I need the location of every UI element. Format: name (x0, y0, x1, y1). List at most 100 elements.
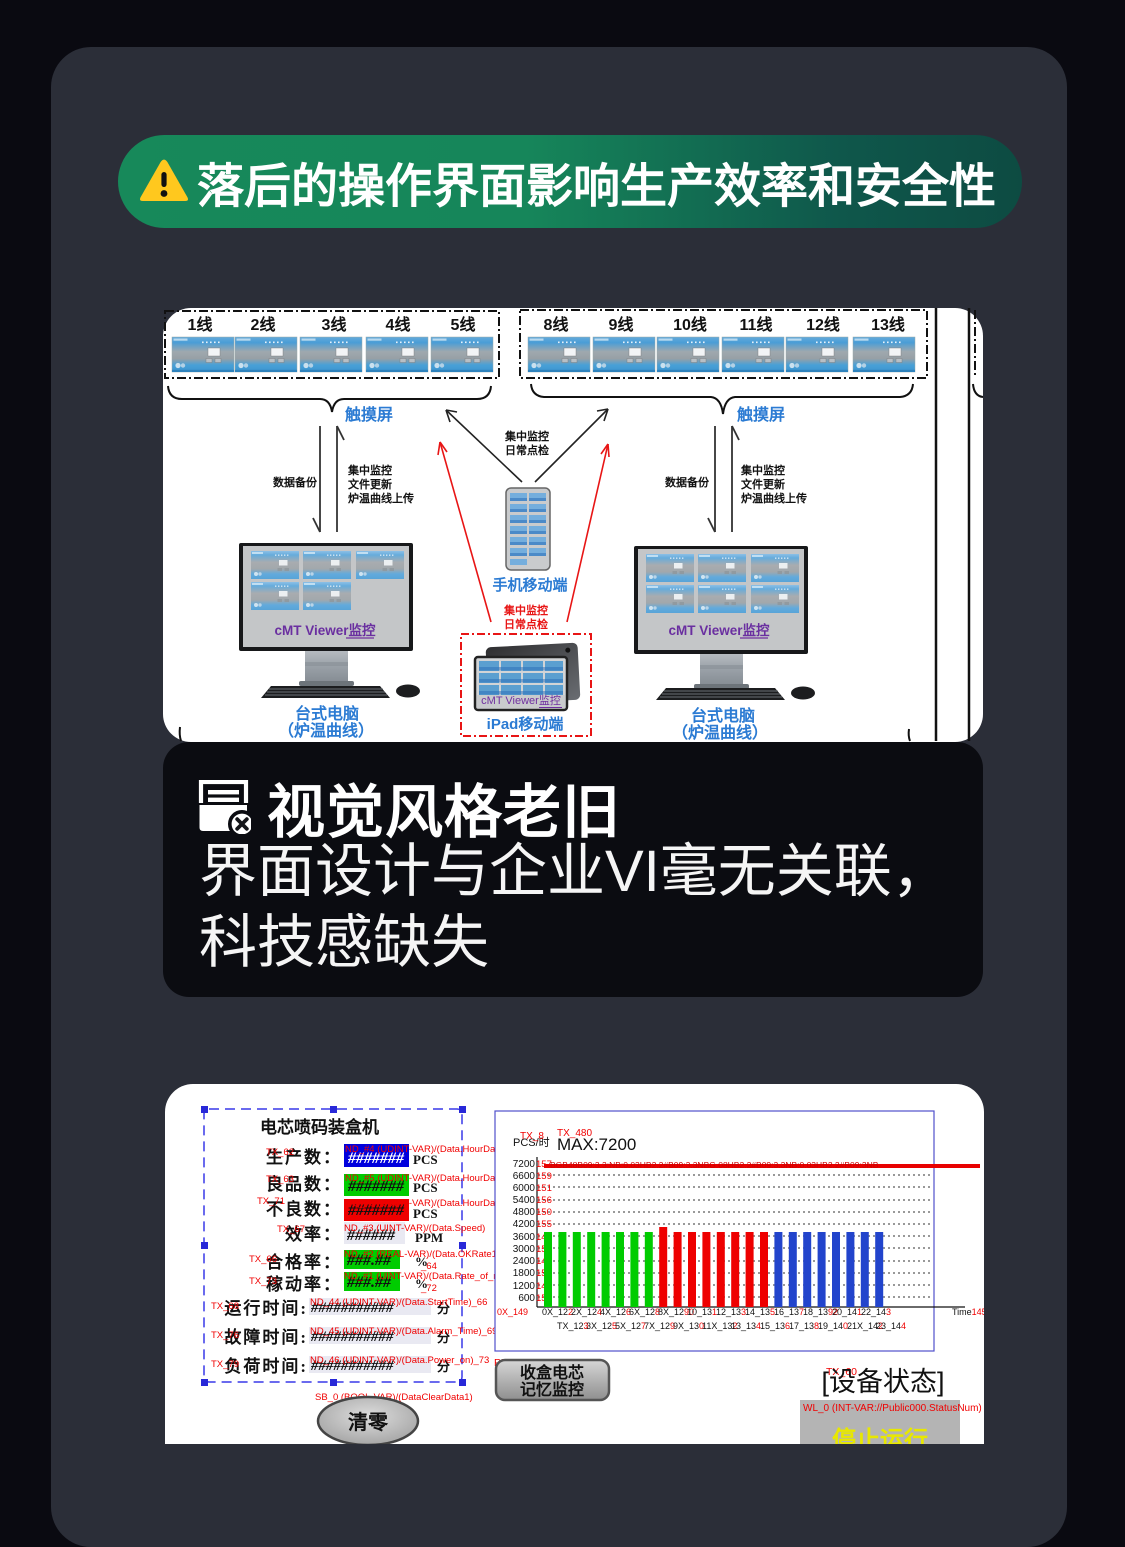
svg-text:5X_127: 5X_127 (615, 1321, 646, 1331)
svg-text:8线: 8线 (544, 315, 569, 334)
svg-text:151: 151 (536, 1183, 552, 1194)
svg-text:台式电脑: 台式电脑 (691, 706, 755, 725)
svg-text:文件更新: 文件更新 (348, 477, 392, 491)
svg-text:ND_#1 (UINT-VAR)/(Data.Rate_of: ND_#1 (UINT-VAR)/(Data.Rate_of_mobilizat… (344, 1271, 547, 1282)
svg-text:11线: 11线 (740, 315, 773, 334)
svg-text:156: 156 (536, 1195, 552, 1206)
svg-text:2400: 2400 (513, 1256, 536, 1267)
svg-text:TX_60: TX_60 (826, 1366, 857, 1378)
svg-text:TX_68: TX_68 (211, 1301, 239, 1312)
svg-text:16_137: 16_137 (774, 1307, 804, 1317)
svg-text:故障时间:: 故障时间: (224, 1327, 308, 1347)
svg-text:14_135: 14_135 (745, 1307, 775, 1317)
svg-text:154: 154 (536, 1244, 552, 1255)
svg-text:#######: ####### (347, 1202, 405, 1219)
svg-text:触摸屏: 触摸屏 (344, 405, 393, 424)
svg-text:1800: 1800 (513, 1268, 536, 1279)
svg-text:PCS: PCS (413, 1206, 438, 1221)
svg-text:手机移动端: 手机移动端 (492, 576, 567, 594)
svg-text:TX_73: TX_73 (249, 1276, 277, 1287)
svg-text:合格率：: 合格率： (266, 1252, 342, 1272)
svg-text:台式电脑: 台式电脑 (295, 704, 359, 723)
svg-text:ND_44 (UDINT-VAR)/(Data.StartT: ND_44 (UDINT-VAR)/(Data.StartTime)_66 (310, 1297, 487, 1308)
svg-text:22_143: 22_143 (861, 1307, 891, 1317)
svg-text:11X_132: 11X_132 (702, 1321, 737, 1331)
svg-text:157: 157 (536, 1159, 552, 1170)
svg-text:2X_124: 2X_124 (571, 1307, 602, 1317)
svg-text:收盒电芯: 收盒电芯 (520, 1363, 584, 1382)
svg-text:记忆监控: 记忆监控 (520, 1380, 584, 1399)
svg-text:ND_#3 (UINT-VAR)/(Data.Speed): ND_#3 (UINT-VAR)/(Data.Speed) (344, 1223, 485, 1234)
svg-text:4800: 4800 (513, 1207, 536, 1218)
svg-text:WL_0 (INT-VAR://Public000.Stat: WL_0 (INT-VAR://Public000.StatusNum) (803, 1403, 982, 1414)
svg-text:PCS: PCS (413, 1180, 438, 1195)
svg-text:（炉温曲线）: （炉温曲线） (278, 721, 374, 740)
svg-text:分: 分 (437, 1359, 450, 1374)
svg-text:炉温曲线上传: 炉温曲线上传 (741, 491, 807, 505)
svg-text:PCS: PCS (413, 1152, 438, 1167)
svg-text:生产数：: 生产数： (266, 1147, 342, 1167)
svg-text:17_138: 17_138 (789, 1321, 819, 1331)
svg-text:TX_76: TX_76 (211, 1330, 239, 1341)
svg-text:#######: ####### (347, 1150, 405, 1167)
svg-text:######: ###### (346, 1227, 396, 1244)
svg-text:ND_#4 (UDINT-VAR)/(Data.HourDa: ND_#4 (UDINT-VAR)/(Data.HourData1[26]) (345, 1144, 528, 1155)
svg-text:数据备份: 数据备份 (665, 475, 710, 489)
svg-text:600: 600 (518, 1293, 535, 1304)
svg-text:_64: _64 (420, 1261, 437, 1272)
svg-text:iPad移动端: iPad移动端 (487, 715, 564, 733)
svg-text:数据备份: 数据备份 (273, 475, 318, 489)
svg-text:cMT Viewer监控: cMT Viewer监控 (481, 693, 561, 707)
svg-text:ND_#5 (UDINT-VAR)/(Data.HourDa: ND_#5 (UDINT-VAR)/(Data.HourData1[24]) (345, 1173, 528, 1184)
svg-text:###.##: ###.## (346, 1274, 392, 1291)
svg-text:0X_149: 0X_149 (497, 1307, 528, 1317)
svg-text:12_133: 12_133 (716, 1307, 746, 1317)
svg-text:4线: 4线 (386, 315, 411, 334)
svg-text:TX_66: TX_66 (249, 1254, 277, 1265)
svg-text:9线: 9线 (609, 315, 634, 334)
svg-text:TX_8: TX_8 (520, 1131, 544, 1142)
svg-text:ND_#2 (REAL-VAR)/(Data.OKRate1: ND_#2 (REAL-VAR)/(Data.OKRate1) (344, 1249, 500, 1260)
svg-text:10_131: 10_131 (687, 1307, 717, 1317)
svg-text:148: 148 (536, 1281, 552, 1292)
svg-text:3线: 3线 (322, 315, 347, 334)
svg-text:4200: 4200 (513, 1219, 536, 1230)
svg-text:电芯喷码装盒机: 电芯喷码装盒机 (260, 1117, 379, 1137)
svg-text:集中监控: 集中监控 (347, 463, 392, 477)
svg-text:12线: 12线 (806, 315, 840, 334)
svg-text:1200: 1200 (513, 1281, 536, 1292)
svg-text:PPM: PPM (415, 1230, 443, 1245)
svg-text:150: 150 (536, 1207, 552, 1218)
svg-text:SB_0 (BOOL-VAR)/(DataClearData: SB_0 (BOOL-VAR)/(DataClearData1) (315, 1392, 473, 1403)
svg-text:良品数：: 良品数： (266, 1174, 342, 1194)
svg-text:效率：: 效率： (285, 1224, 342, 1244)
svg-text:7X_129: 7X_129 (644, 1321, 675, 1331)
svg-text:不良数：: 不良数： (266, 1199, 342, 1219)
svg-text:147: 147 (536, 1256, 552, 1267)
svg-text:集中监控: 集中监控 (740, 463, 785, 477)
svg-text:15_136: 15_136 (760, 1321, 790, 1331)
svg-text:清零: 清零 (348, 1410, 389, 1434)
svg-text:18_1392: 18_1392 (803, 1307, 838, 1317)
svg-text:TX_67: TX_67 (277, 1224, 305, 1235)
svg-text:23_144: 23_144 (876, 1321, 906, 1331)
svg-text:1线: 1线 (188, 315, 213, 334)
svg-text:6000: 6000 (513, 1183, 536, 1194)
svg-text:2线: 2线 (251, 315, 276, 334)
svg-text:13_134: 13_134 (731, 1321, 761, 1331)
svg-text:5线: 5线 (451, 315, 476, 334)
svg-text:[设备状态]: [设备状态] (821, 1367, 944, 1397)
svg-text:TX_123: TX_123 (557, 1321, 589, 1331)
svg-text:159: 159 (536, 1171, 552, 1182)
svg-text:8X_1290: 8X_1290 (658, 1307, 694, 1317)
svg-text:19_140: 19_140 (818, 1321, 848, 1331)
svg-text:日常点检: 日常点检 (504, 617, 548, 631)
svg-text:3600: 3600 (513, 1232, 536, 1243)
svg-text:153: 153 (536, 1268, 552, 1279)
svg-text:MAX:7200: MAX:7200 (557, 1135, 636, 1154)
svg-text:cMT Viewer监控: cMT Viewer监控 (668, 622, 770, 638)
svg-text:_72: _72 (420, 1283, 437, 1294)
svg-text:3000: 3000 (513, 1244, 536, 1255)
svg-text:（炉温曲线）: （炉温曲线） (672, 723, 768, 742)
svg-text:PCS/时: PCS/时 (513, 1136, 550, 1149)
